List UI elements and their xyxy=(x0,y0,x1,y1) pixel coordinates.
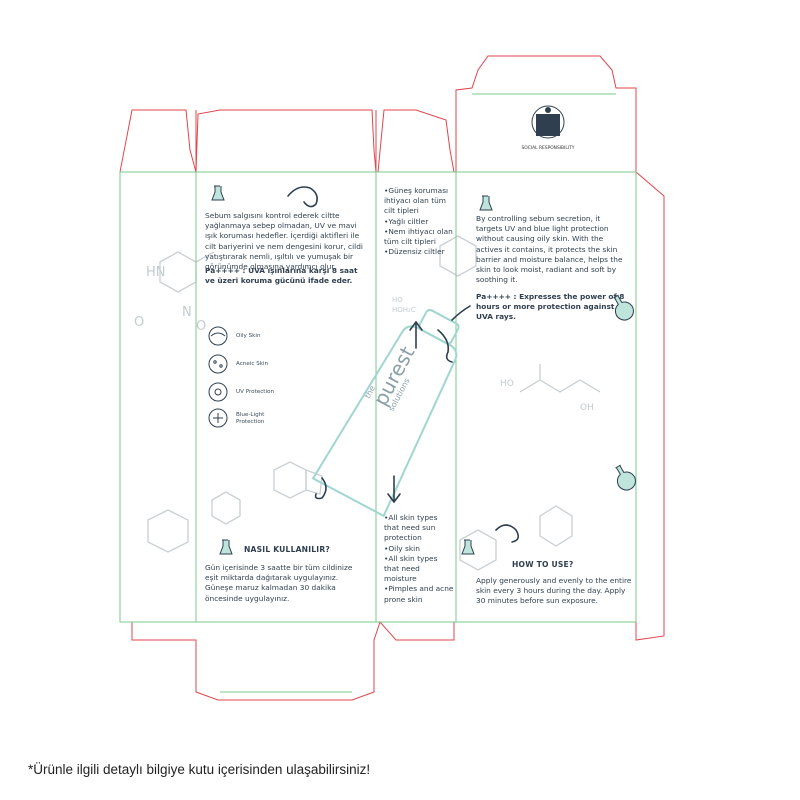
list-item: •Yağlı ciltler xyxy=(384,216,429,226)
chemistry-letters: HN O N O HO OH HO HOH₂C xyxy=(134,265,594,413)
list-item: •All skin types that need moisture xyxy=(384,553,438,584)
svg-text:O: O xyxy=(196,319,206,334)
list-item: •Oily skin xyxy=(384,543,420,553)
flask-icon xyxy=(479,195,493,211)
list-item: •Güneş koruması ihtiyacı olan tüm cilt t… xyxy=(384,186,449,216)
howto-title-tr: NASIL KULLANILIR? xyxy=(244,545,330,554)
list-item: •Pimples and acne prone skin xyxy=(384,584,454,604)
flask-icon xyxy=(613,294,634,321)
footer-note: *Ürünle ilgili detaylı bilgiye kutu içer… xyxy=(28,762,371,777)
svg-text:OH: OH xyxy=(580,403,594,413)
howto-title-en: HOW TO USE? xyxy=(512,560,574,569)
flask-icons xyxy=(211,185,636,555)
svg-text:HOH₂C: HOH₂C xyxy=(392,306,416,314)
right-pa-note: Pa++++ : Expresses the power of 8 hours … xyxy=(476,292,625,322)
oily-skin-icon xyxy=(208,326,228,346)
legend-blue-light: Blue-Light Protection xyxy=(236,412,265,425)
legend-uv-protection: UV Protection xyxy=(236,389,274,395)
howto-text-tr: Gün içerisinde 3 saatte bir tüm cildiniz… xyxy=(205,563,353,603)
uv-protection-icon xyxy=(208,382,228,402)
legend-icons xyxy=(208,326,228,428)
social-responsibility-icon xyxy=(531,105,565,139)
flask-icon xyxy=(219,539,233,555)
legend-oily-skin: Oily Skin xyxy=(236,333,261,339)
side-list-en: •All skin types that need sun protection… xyxy=(384,513,454,605)
svg-text:HO: HO xyxy=(392,296,403,304)
list-item: •Düzensiz ciltler xyxy=(384,247,445,257)
blue-light-icon xyxy=(208,408,228,428)
squiggle-icon xyxy=(314,477,327,500)
right-description: By controlling sebum secretion, it targe… xyxy=(476,214,623,285)
svg-text:HO: HO xyxy=(500,379,514,389)
list-item: •All skin types that need sun protection xyxy=(384,513,438,543)
tube-illustration xyxy=(311,308,460,518)
squiggle-icon xyxy=(287,186,318,208)
svg-text:O: O xyxy=(134,315,144,330)
left-pa-note: Pa++++ : UVA ışınlarına karşı 8 saat ve … xyxy=(205,266,358,286)
social-responsibility-label: SOCIAL RESPONSIBILITY xyxy=(521,146,575,151)
howto-text-en: Apply generously and evenly to the entir… xyxy=(476,576,632,606)
flask-icon xyxy=(615,464,636,491)
squiggle-icon xyxy=(437,329,453,363)
svg-text:HN: HN xyxy=(146,265,166,280)
acneic-skin-icon xyxy=(208,354,228,374)
squiggle-icon xyxy=(495,524,520,543)
arrow-down-icon xyxy=(387,475,401,504)
arrow-icons xyxy=(287,186,520,543)
list-item: •Nem ihtiyacı olan tüm cilt tipleri xyxy=(384,226,453,247)
flask-icon xyxy=(461,539,475,555)
squiggle-icon xyxy=(451,305,471,321)
side-list-tr: •Güneş koruması ihtiyacı olan tüm cilt t… xyxy=(384,186,454,257)
legend-acneic-skin: Acneic Skin xyxy=(236,361,269,367)
flask-icon xyxy=(211,185,225,201)
chemistry-watermark xyxy=(147,235,601,571)
arrow-up-icon xyxy=(409,320,423,349)
svg-text:N: N xyxy=(182,305,192,320)
left-description: Sebum salgısını kontrol ederek ciltte ya… xyxy=(205,211,363,272)
